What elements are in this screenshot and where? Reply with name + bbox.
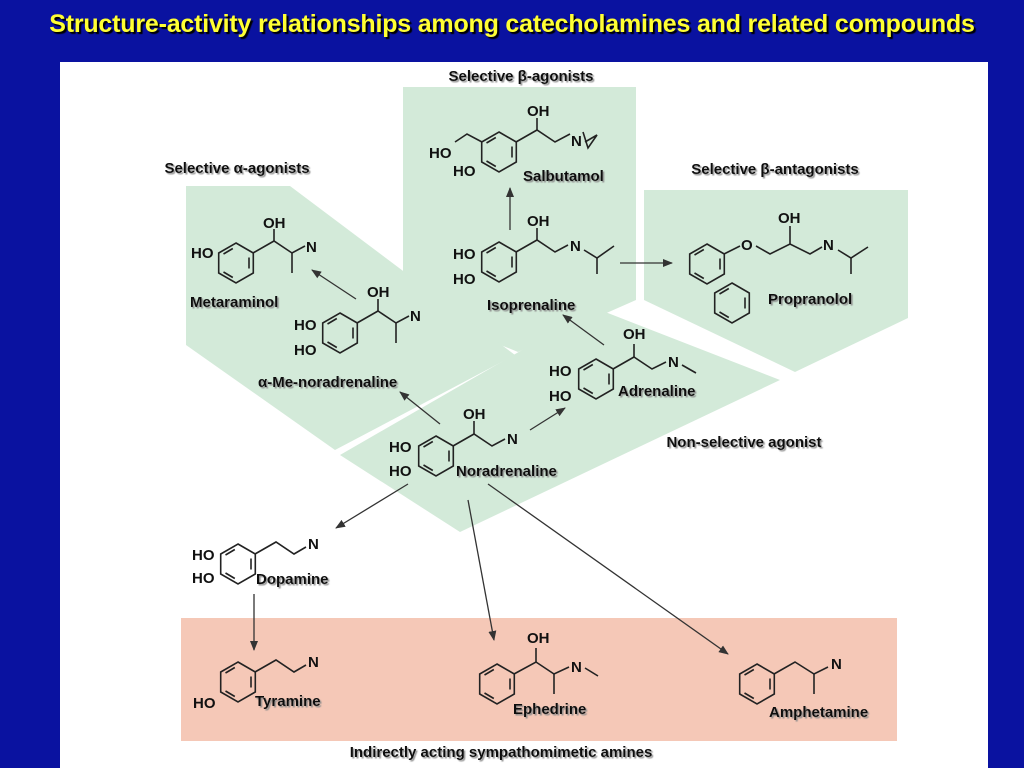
svg-text:OH: OH — [778, 210, 801, 227]
name-metaraminol: Metaraminol — [190, 294, 278, 311]
structure-amphetamine: N Amphetamine — [738, 656, 868, 721]
svg-text:N: N — [571, 133, 582, 150]
svg-text:N: N — [308, 654, 319, 671]
svg-text:N: N — [507, 431, 518, 448]
svg-text:OH: OH — [463, 406, 486, 423]
svg-text:OH: OH — [527, 630, 550, 647]
svg-text:OH: OH — [263, 215, 286, 232]
name-noradrenaline: Noradrenaline — [456, 463, 557, 480]
svg-text:N: N — [410, 308, 421, 325]
name-ephedrine: Ephedrine — [513, 701, 586, 718]
page-title: Structure-activity relationships among c… — [49, 10, 975, 38]
structure-propranolol: O OH N Propranolol — [688, 210, 869, 324]
name-tyramine: Tyramine — [255, 693, 321, 710]
svg-text:N: N — [308, 536, 319, 553]
structure-dopamine: N HO HO Dopamine — [192, 536, 329, 588]
region-indirect-amines — [181, 618, 897, 741]
svg-text:HO: HO — [294, 342, 317, 359]
arrow-noradrenaline-to-ephedrine — [467, 499, 497, 641]
name-isoprenaline: Isoprenaline — [487, 297, 575, 314]
svg-text:HO: HO — [294, 317, 317, 334]
structure-isoprenaline: OH N HO HO Isoprenaline — [453, 213, 615, 314]
svg-text:HO: HO — [453, 163, 476, 180]
svg-text:HO: HO — [549, 388, 572, 405]
structure-alpha-me-noradrenaline: OH N HO HO α-Me-noradrenaline — [258, 284, 421, 391]
svg-text:HO: HO — [453, 246, 476, 263]
svg-text:OH: OH — [623, 326, 646, 343]
arrow-adrenaline-to-isoprenaline — [562, 314, 605, 346]
structure-salbutamol: OH N HO HO Salbutamol — [429, 103, 604, 185]
name-propranolol: Propranolol — [768, 291, 852, 308]
label-selective-alpha-agonists: Selective α-agonists — [164, 160, 309, 177]
svg-text:HO: HO — [192, 547, 215, 564]
structure-noradrenaline: OH N HO HO Noradrenaline — [389, 406, 557, 480]
name-alpha-me-noradrenaline: α-Me-noradrenaline — [258, 374, 397, 391]
svg-text:HO: HO — [549, 363, 572, 380]
svg-text:HO: HO — [193, 695, 216, 712]
svg-text:HO: HO — [389, 439, 412, 456]
svg-text:HO: HO — [191, 245, 214, 262]
arrow-noradrenaline-to-me-noradrenaline — [399, 391, 441, 425]
structure-metaraminol: OH N HO Metaraminol — [190, 215, 317, 311]
svg-text:HO: HO — [429, 145, 452, 162]
structure-ephedrine: OH N Ephedrine — [478, 630, 599, 718]
svg-text:OH: OH — [367, 284, 390, 301]
name-salbutamol: Salbutamol — [523, 168, 604, 185]
name-adrenaline: Adrenaline — [618, 383, 696, 400]
region-non-selective-agonist — [340, 308, 780, 532]
svg-text:N: N — [306, 239, 317, 256]
region-selective-alpha-agonists — [186, 186, 515, 450]
svg-text:OH: OH — [527, 213, 550, 230]
label-selective-beta-antagonists: Selective β-antagonists — [691, 161, 859, 178]
label-selective-beta-agonists: Selective β-agonists — [448, 68, 593, 85]
svg-text:N: N — [668, 354, 679, 371]
label-non-selective-agonist: Non-selective agonist — [666, 434, 821, 451]
arrow-noradrenaline-to-dopamine — [335, 483, 409, 529]
svg-text:N: N — [570, 238, 581, 255]
arrow-noradrenaline-to-amphetamine — [487, 483, 729, 655]
svg-text:HO: HO — [389, 463, 412, 480]
structure-tyramine: N HO Tyramine — [193, 654, 321, 712]
svg-text:N: N — [823, 237, 834, 254]
label-indirect-amines: Indirectly acting sympathomimetic amines — [350, 744, 653, 761]
region-selective-beta-antagonists — [644, 190, 908, 372]
svg-text:HO: HO — [192, 570, 215, 587]
svg-text:O: O — [741, 237, 753, 254]
arrow-noradrenaline-to-adrenaline — [529, 407, 566, 431]
name-amphetamine: Amphetamine — [769, 704, 868, 721]
svg-text:N: N — [571, 659, 582, 676]
arrow-me-noradrenaline-to-metaraminol — [311, 269, 357, 300]
name-dopamine: Dopamine — [256, 571, 329, 588]
region-selective-beta-agonists — [403, 87, 636, 352]
svg-text:OH: OH — [527, 103, 550, 120]
structure-adrenaline: OH N HO HO Adrenaline — [549, 326, 697, 405]
svg-text:HO: HO — [453, 271, 476, 288]
svg-text:N: N — [831, 656, 842, 673]
